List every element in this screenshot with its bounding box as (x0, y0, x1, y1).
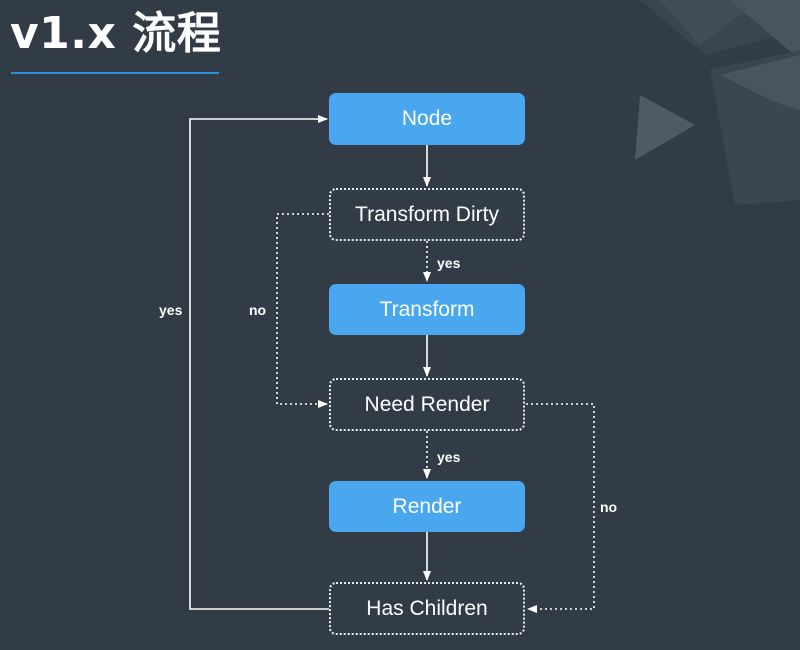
edge-label-has-children-yes: yes (159, 302, 183, 318)
node-transform: Transform (329, 284, 525, 335)
node-render: Render (329, 481, 525, 532)
edge-dirty-no (276, 213, 329, 408)
edge-need-render-no (526, 403, 595, 613)
node-node: Node (329, 93, 525, 145)
edge-label-dirty-yes: yes (437, 255, 461, 271)
title-underline (11, 72, 219, 74)
node-has-children: Has Children (329, 582, 525, 635)
edge-has-children-yes (189, 115, 329, 610)
node-transform-dirty: Transform Dirty (329, 188, 525, 241)
slide-title: v1.x 流程 (10, 8, 222, 59)
edge-label-dirty-no: no (249, 302, 267, 318)
edge-label-need-render-yes: yes (437, 449, 461, 465)
edge-label-need-render-no: no (600, 499, 618, 515)
node-need-render: Need Render (329, 378, 525, 431)
